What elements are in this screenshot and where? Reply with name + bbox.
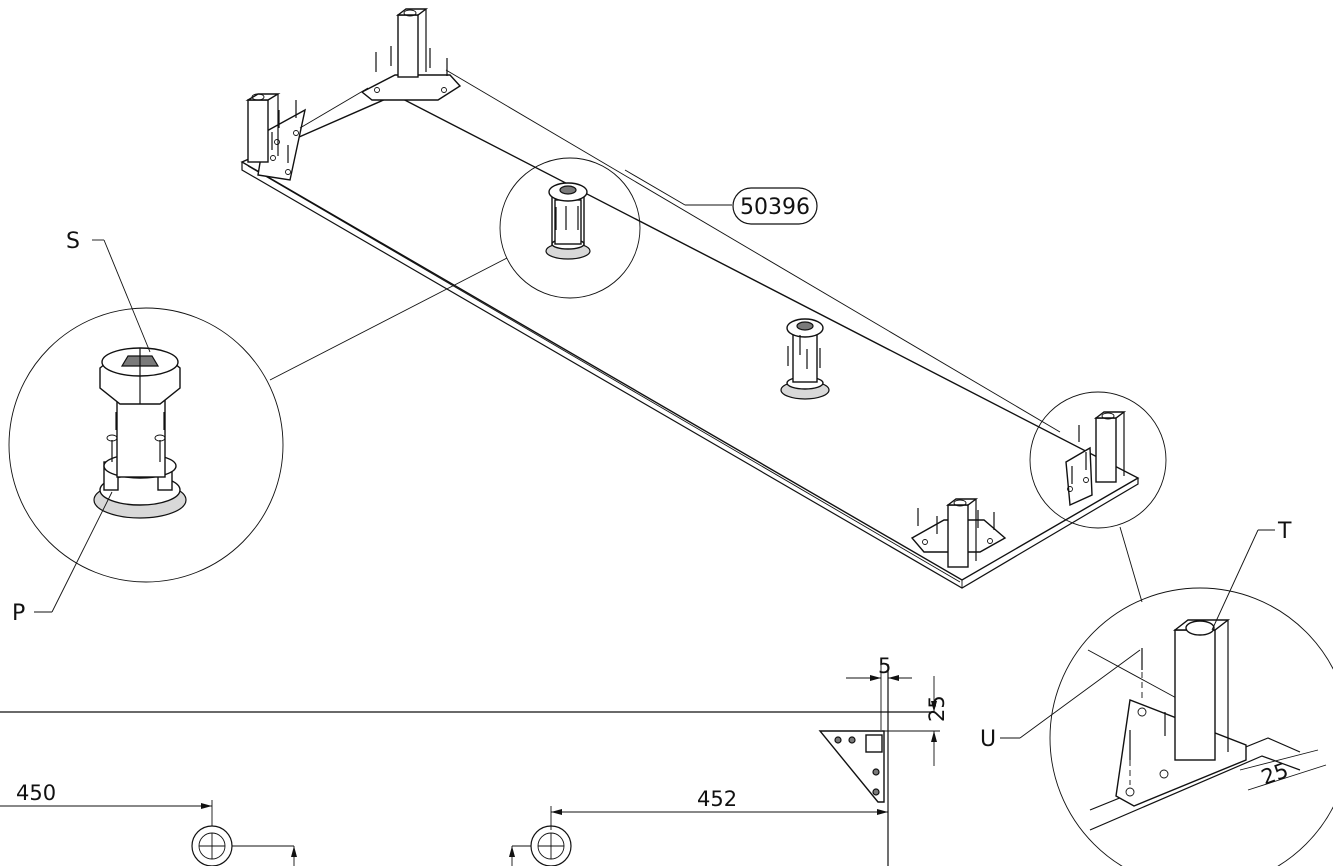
dim-450: 450 xyxy=(16,781,56,805)
foot-center xyxy=(780,318,830,400)
part-number-callout: 50396 xyxy=(624,169,818,225)
callout-s-label: S xyxy=(66,229,80,254)
dim-5: 5 xyxy=(878,654,891,678)
part-number-label: 50396 xyxy=(740,195,810,220)
dim-452: 452 xyxy=(697,787,737,811)
leg-back-middle xyxy=(360,8,1061,433)
leg-back-left xyxy=(245,87,369,181)
base-panel xyxy=(240,94,1140,589)
callout-p-label: P xyxy=(12,601,25,626)
leg-front-middle xyxy=(910,498,1007,568)
callout-t-label: T xyxy=(1277,519,1292,544)
foot-plan-left xyxy=(191,825,297,866)
callout-u-label: U xyxy=(980,727,996,752)
dim-25-vertical: 25 xyxy=(925,695,949,722)
detail-circle-right: T U 25 xyxy=(980,519,1333,866)
plan-view: 5 25 450 452 xyxy=(0,654,949,866)
leg-front-right xyxy=(1029,391,1167,529)
foot-plan-right xyxy=(509,825,572,866)
detail-circle-left: S P xyxy=(8,229,508,626)
detail-circle-middle-foot xyxy=(499,157,641,299)
